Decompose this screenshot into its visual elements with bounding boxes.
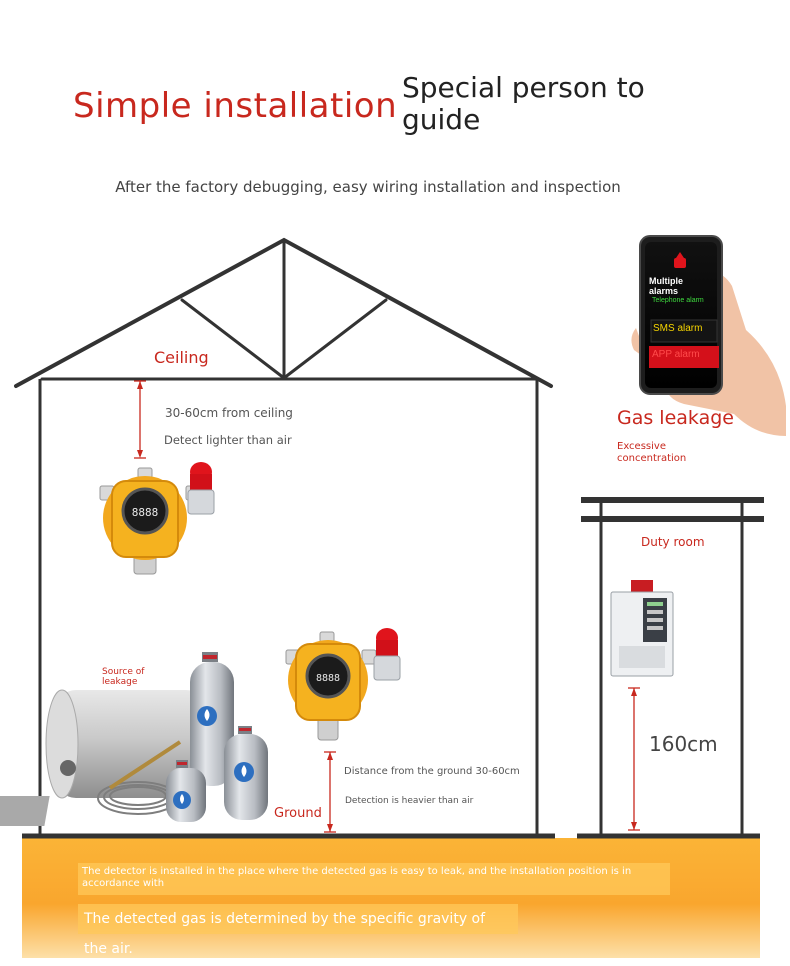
page-subtitle-guide: Special person to guide (402, 71, 645, 136)
steel-tank-icon (0, 689, 206, 826)
ground-label: Ground (274, 806, 322, 821)
duty-room-label: Duty room (641, 535, 705, 549)
phone-sms-alarm: SMS alarm (653, 323, 703, 334)
page-title: Simple installation (73, 86, 398, 126)
ceiling-detection-note: Detect lighter than air (164, 433, 292, 447)
house-walls (38, 379, 539, 836)
page-description: After the factory debugging, easy wiring… (115, 178, 621, 196)
ground-distance-label: Distance from the ground 30-60cm (344, 766, 520, 777)
ceiling-distance-label: 30-60cm from ceiling (165, 406, 293, 420)
alarm-light-ceiling-icon (187, 462, 215, 515)
duty-room-height-label: 160cm (649, 732, 718, 756)
excessive-concentration-label: Excessive concentration (617, 441, 687, 464)
alarm-control-panel-icon (610, 580, 674, 677)
gas-leakage-label: Gas leakage (617, 407, 734, 429)
ground-measure-arrow (324, 751, 336, 833)
gas-cylinder-small-icon (166, 760, 206, 822)
duty-room-measure-arrow (628, 687, 640, 831)
duty-room-structure (581, 497, 764, 836)
house-roof (14, 237, 553, 388)
gas-detector-ceiling-icon: 8888 (99, 467, 201, 575)
gas-cylinder-large-icon (190, 652, 234, 786)
alarm-light-ground-icon (373, 628, 401, 681)
phone-app-alarm: APP alarm (652, 349, 700, 360)
footer-note-1: The detector is installed in the place w… (78, 863, 670, 895)
footer-band: The detector is installed in the place w… (22, 838, 760, 958)
leak-source-label: Source of leakage (102, 667, 145, 687)
svg-text:8888: 8888 (316, 673, 340, 684)
ceiling-measure-arrow (134, 380, 146, 459)
gas-detector-ground-icon: 8888 (285, 631, 377, 741)
phone-multiple-alarms: Multiple alarms (649, 276, 683, 294)
ground-detection-note: Detection is heavier than air (345, 796, 474, 806)
ceiling-label: Ceiling (154, 348, 209, 367)
smartphone-icon (639, 235, 723, 395)
phone-telephone-alarm: Telephone alarm (652, 297, 704, 304)
svg-text:8888: 8888 (132, 506, 159, 519)
footer-note-2: The detected gas is determined by the sp… (78, 904, 518, 957)
gas-cylinder-medium-icon (224, 726, 268, 820)
